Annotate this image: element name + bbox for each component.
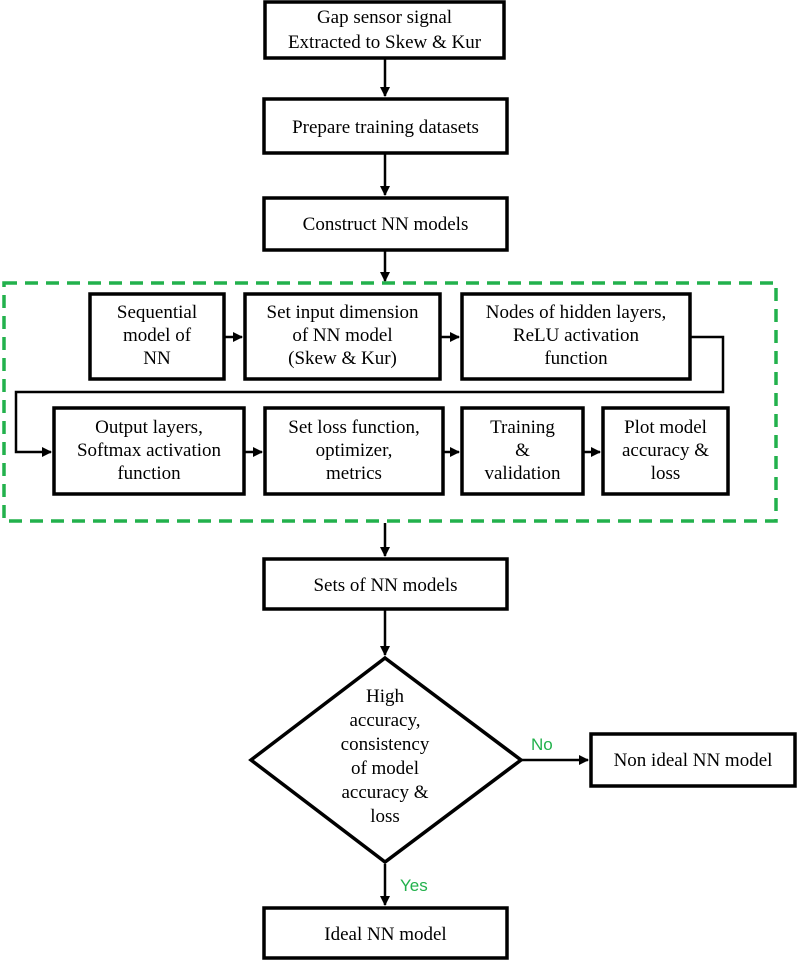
edges [14,58,725,906]
node-output-layers-line-3: function [117,463,181,484]
node-sequential-model-line-2: model of [123,325,192,346]
node-non-ideal-nn-model: Non ideal NN model [589,732,797,788]
node-input-dimension-line-1: Set input dimension [267,302,420,323]
node-gap-sensor-signal-line-2: Extracted to Skew & Kur [288,32,482,53]
node-decision-accuracy: High accuracy, consistency of model accu… [248,655,524,865]
node-output-layers: Output layers, Softmax activation functi… [52,406,246,496]
node-non-ideal-nn-model-line-1: Non ideal NN model [614,750,773,771]
node-input-dimension-line-3: (Skew & Kur) [288,348,397,369]
node-output-layers-line-2: Softmax activation [77,440,222,461]
node-training-validation-line-2: & [515,440,530,461]
node-loss-function-line-3: metrics [326,463,382,484]
node-loss-function: Set loss function, optimizer, metrics [263,406,445,496]
node-sets-of-nn-models: Sets of NN models [262,557,509,611]
nn-construction-group-frame [2,281,778,523]
node-gap-sensor-signal: Gap sensor signal Extracted to Skew & Ku… [263,0,506,60]
edge-hidden-to-output [14,335,725,457]
node-hidden-layers-line-1: Nodes of hidden layers, [486,302,666,323]
node-decision-line-5: accuracy & [341,782,428,803]
node-training-validation: Training & validation [460,406,585,496]
node-prepare-training-datasets-line-1: Prepare training datasets [292,117,479,138]
node-decision-line-4: of model [351,758,419,779]
node-sets-of-nn-models-line-1: Sets of NN models [313,575,457,596]
node-decision-line-6: loss [370,806,400,827]
node-output-layers-line-1: Output layers, [95,417,203,438]
edge-label-yes: Yes [400,876,428,895]
node-construct-nn-models: Construct NN models [262,196,509,252]
node-training-validation-line-3: validation [485,463,561,484]
node-gap-sensor-signal-line-1: Gap sensor signal [317,7,452,28]
node-decision-line-1: High [366,686,405,707]
node-prepare-training-datasets: Prepare training datasets [262,97,509,155]
node-sequential-model: Sequential model of NN [88,292,226,381]
node-loss-function-line-2: optimizer, [316,440,393,461]
node-ideal-nn-model: Ideal NN model [262,906,509,960]
node-input-dimension-line-2: of NN model [292,325,392,346]
node-hidden-layers-line-2: ReLU activation [513,325,640,346]
edge-label-no: No [531,735,553,754]
node-plot-model-line-1: Plot model [624,417,707,438]
node-sequential-model-line-3: NN [143,348,171,369]
node-plot-model: Plot model accuracy & loss [601,406,730,496]
node-loss-function-line-1: Set loss function, [288,417,419,438]
node-decision-line-2: accuracy, [349,710,420,731]
node-hidden-layers-line-3: function [544,348,608,369]
node-construct-nn-models-line-1: Construct NN models [303,214,469,235]
node-plot-model-line-2: accuracy & [622,440,709,461]
node-ideal-nn-model-line-1: Ideal NN model [324,924,446,945]
node-decision-line-3: consistency [341,734,430,755]
node-hidden-layers: Nodes of hidden layers, ReLU activation … [460,292,692,381]
node-plot-model-line-3: loss [651,463,681,484]
node-training-validation-line-1: Training [490,417,555,438]
node-input-dimension: Set input dimension of NN model (Skew & … [243,292,442,381]
node-sequential-model-line-1: Sequential [117,302,197,323]
